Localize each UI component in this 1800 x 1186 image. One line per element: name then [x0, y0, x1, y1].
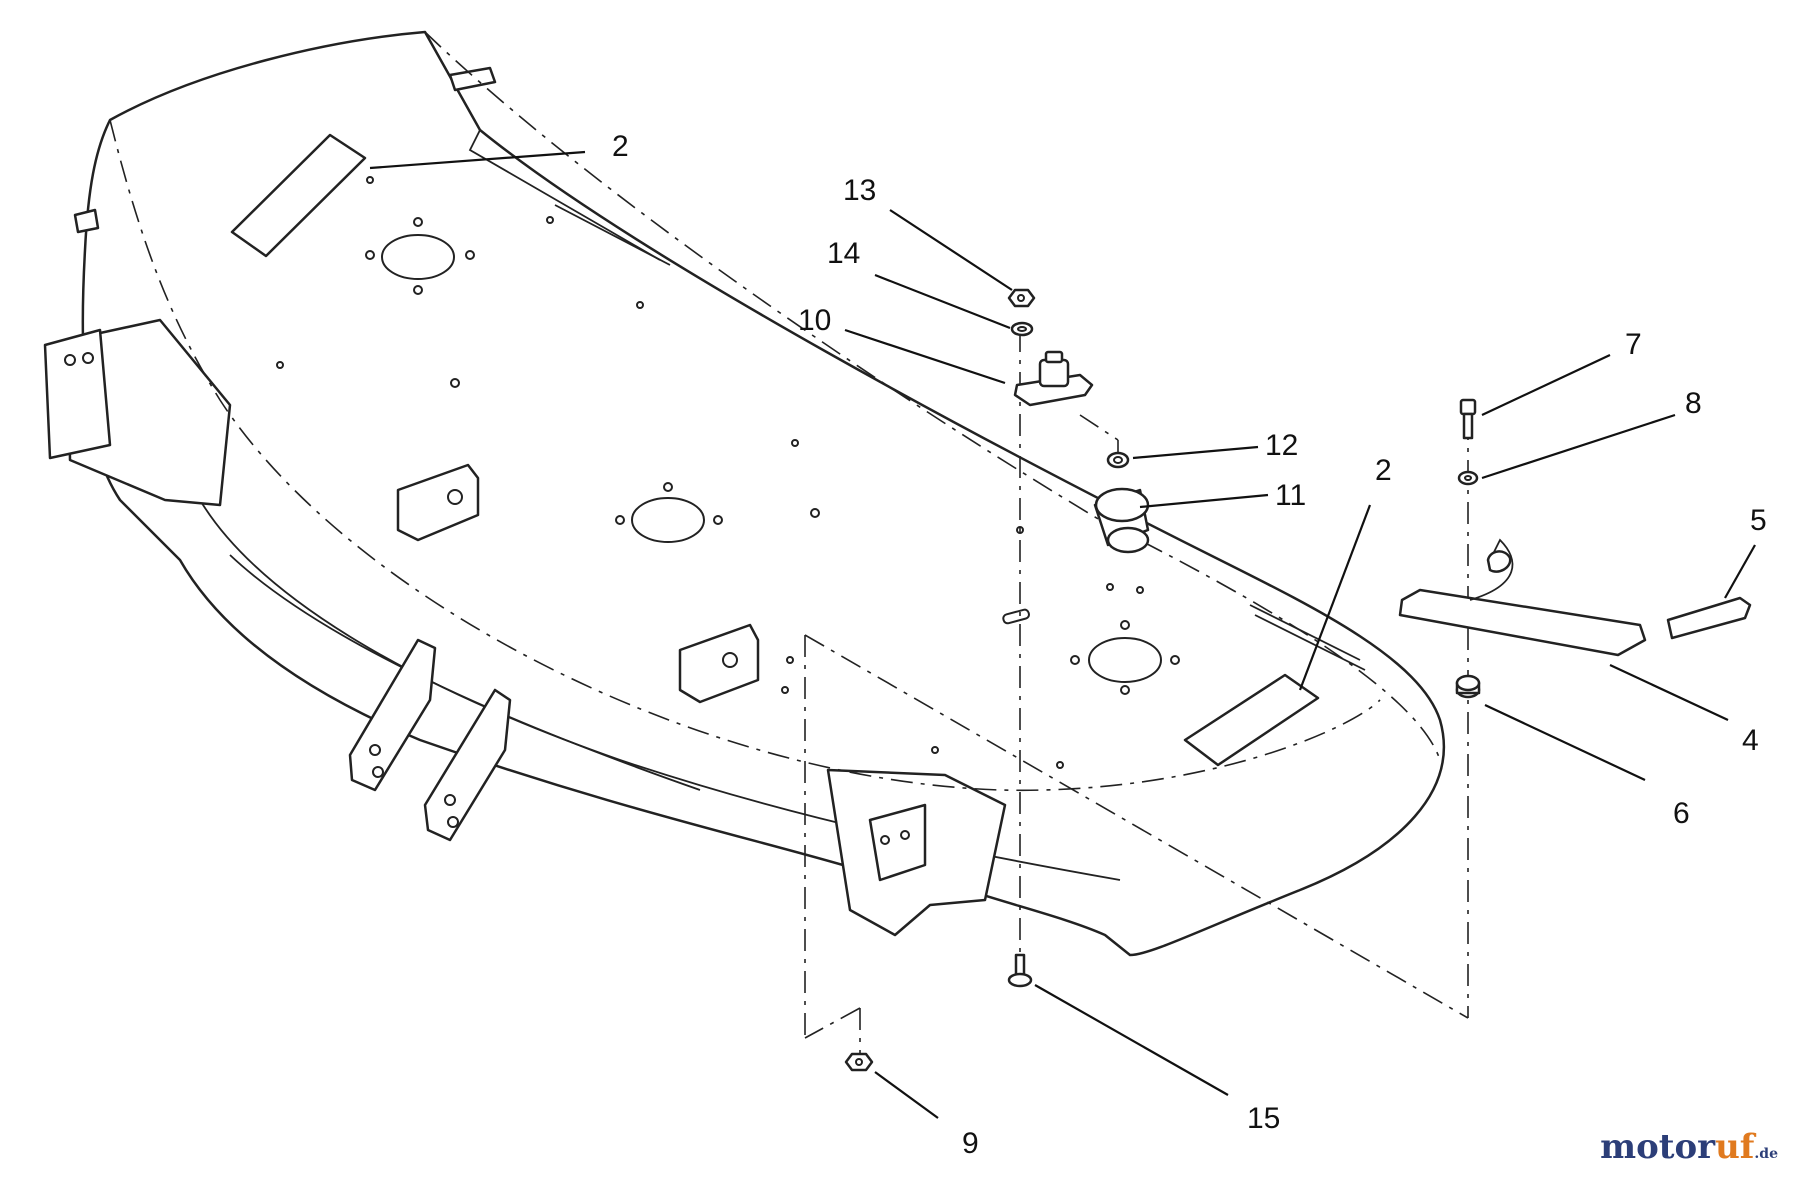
callout-13: 13 [843, 174, 876, 207]
part-15-screw [1007, 953, 1033, 988]
part-7-bolt [1459, 398, 1477, 440]
callout-2-rear-decal: 2 [612, 130, 629, 163]
callout-9: 9 [962, 1127, 979, 1160]
watermark-brand-accent: uf [1715, 1127, 1755, 1167]
watermark-brand-tld: .de [1754, 1146, 1778, 1162]
callout-6: 6 [1673, 797, 1690, 830]
part-14-washer [1010, 321, 1034, 337]
callout-10: 10 [798, 304, 831, 337]
callout-leader-lines [369, 150, 1756, 1119]
assembly-centerlines [109, 31, 1469, 1058]
part-11-bushing [1093, 487, 1150, 554]
part-4-actuator-arm [1398, 538, 1647, 657]
part-10-bracket [1013, 350, 1094, 407]
part-8-washer [1457, 470, 1479, 486]
callout-4: 4 [1742, 724, 1759, 757]
callout-2-front-decal: 2 [1375, 454, 1392, 487]
callout-labels: 2 13 14 10 12 11 2 7 8 5 4 6 15 9 [612, 130, 1767, 1160]
part-12-washer [1106, 451, 1130, 469]
callout-14: 14 [827, 237, 860, 270]
callout-5: 5 [1750, 504, 1767, 537]
callout-15: 15 [1247, 1102, 1280, 1135]
watermark-brand-main: motor [1600, 1127, 1716, 1167]
callout-12: 12 [1265, 429, 1298, 462]
part-6-spacer [1455, 674, 1481, 699]
callout-7: 7 [1625, 328, 1642, 361]
decal-rectangle-rear [230, 133, 367, 258]
part-13-nut [1007, 288, 1036, 308]
part-9-nut [844, 1052, 874, 1072]
site-watermark-logo: motoruf.de [1600, 1127, 1778, 1167]
deck-bolt-holes [276, 176, 1180, 769]
callout-11: 11 [1275, 479, 1306, 512]
callout-8: 8 [1685, 387, 1702, 420]
mower-deck-housing [43, 30, 1446, 957]
decal-rectangle-front [1183, 673, 1320, 767]
part-5-grip [1666, 596, 1752, 640]
